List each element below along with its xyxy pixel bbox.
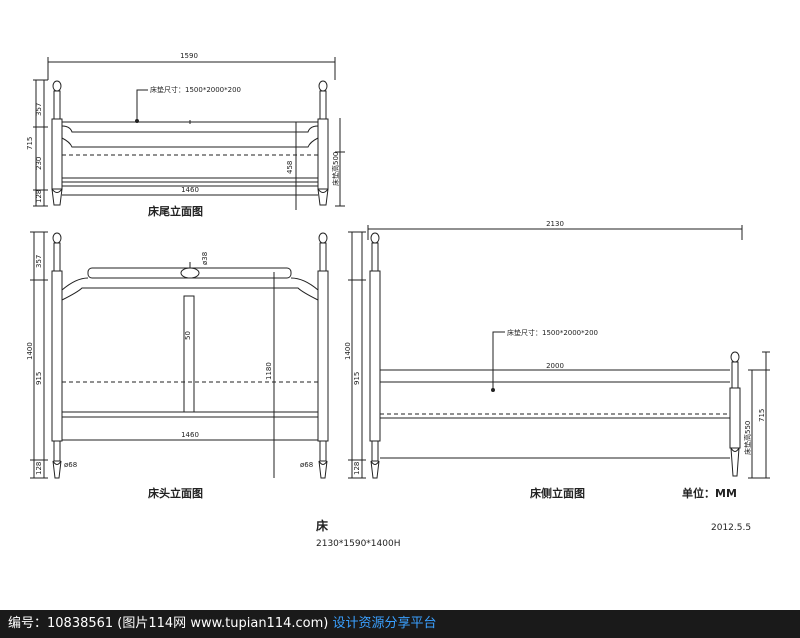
head-view-title: 床头立面图	[148, 486, 203, 500]
side-inner-length: 2000	[546, 362, 564, 370]
watermark-text: 编号：10838561 (图片114网 www.tupian114.com) 设…	[8, 610, 437, 638]
head-post-dia-right: ø68	[300, 461, 313, 469]
foot-h-total: 715	[26, 137, 34, 150]
head-h-bottom: 128	[35, 462, 43, 475]
head-post-dia-left: ø68	[64, 461, 77, 469]
side-h-bottom: 128	[353, 462, 361, 475]
watermark-footer: 编号：10838561 (图片114网 www.tupian114.com) 设…	[0, 610, 800, 638]
foot-right-post	[317, 80, 329, 206]
foot-overall-width: 1590	[180, 52, 198, 60]
head-h-mid: 915	[35, 372, 43, 385]
head-right-post	[317, 232, 329, 479]
head-top-rail: ø38	[87, 252, 292, 279]
unit-label: 单位：MM	[682, 486, 737, 500]
watermark-id: 编号：10838561 (图片114网 www.tupian114.com)	[8, 616, 329, 631]
foot-board	[61, 120, 319, 187]
head-inner-width-dim: 1460	[62, 431, 318, 441]
side-h-total: 1400	[344, 342, 352, 360]
foot-mattress-note: 床垫尺寸：1500*2000*200	[150, 85, 241, 94]
foot-h-bottom: 128	[35, 190, 43, 203]
foot-h-top: 357	[35, 103, 43, 116]
foot-h-mid: 230	[35, 157, 43, 170]
foot-mattress-dim: 床垫高500	[331, 118, 345, 207]
foot-mattress-leader: 床垫尺寸：1500*2000*200	[135, 85, 241, 123]
foot-inner-dim: 458	[286, 122, 297, 210]
foot-view-title: 床尾立面图	[148, 204, 203, 218]
side-h-right: 715	[758, 409, 766, 422]
head-slat-width: 50	[184, 331, 192, 340]
side-view-title: 床侧立面图	[530, 486, 585, 500]
head-h-inner: 1180	[265, 362, 273, 380]
foot-h-inner: 458	[286, 161, 294, 174]
main-title: 床	[316, 518, 329, 533]
foot-elevation: 1590	[26, 52, 345, 218]
side-mattress-note: 床垫尺寸：1500*2000*200	[507, 328, 598, 337]
head-elevation: ø38 50 1460 357 1400 915	[26, 231, 329, 500]
side-rails: 2000	[380, 362, 730, 459]
side-h-mid: 915	[353, 372, 361, 385]
foot-left-post	[51, 80, 63, 206]
drawing-date: 2012.5.5	[711, 523, 751, 533]
side-overall-length: 2130	[546, 220, 564, 228]
side-right-dims: 床垫高550 715	[743, 351, 770, 479]
head-rail-dia: ø38	[201, 252, 209, 265]
main-dimensions: 2130*1590*1400H	[316, 539, 400, 549]
side-overall-dim: 2130	[367, 220, 743, 240]
head-vertical-dims: 357 1400 915 128	[26, 231, 48, 479]
side-foot-post	[729, 351, 741, 477]
head-post-diameters: ø68 ø68	[64, 461, 313, 469]
head-h-top: 357	[35, 255, 43, 268]
watermark-tagline[interactable]: 设计资源分享平台	[332, 616, 437, 631]
side-mattress-height: 床垫高550	[743, 421, 752, 455]
head-inner-width: 1460	[181, 431, 199, 439]
foot-vertical-dims: 357 715 230 128	[26, 79, 48, 207]
bed-elevation-drawing: 1590	[26, 52, 770, 549]
title-block: 单位：MM 床 2130*1590*1400H 2012.5.5	[316, 486, 751, 549]
head-inner-height-dim: 1180	[265, 272, 275, 478]
head-left-post	[51, 232, 63, 479]
side-vertical-dims: 1400 915 128	[344, 231, 366, 479]
foot-overall-dim: 1590	[47, 52, 336, 80]
foot-mattress-height: 床垫高500	[331, 152, 340, 186]
foot-inner-width: 1460	[181, 186, 199, 194]
head-h-total: 1400	[26, 342, 34, 360]
side-elevation: 2130 2000	[344, 220, 770, 500]
side-head-post	[369, 232, 381, 479]
side-mattress-leader: 床垫尺寸：1500*2000*200	[491, 328, 598, 392]
foot-inner-width-dim: 1460	[62, 186, 318, 196]
head-board: 50	[61, 277, 319, 418]
